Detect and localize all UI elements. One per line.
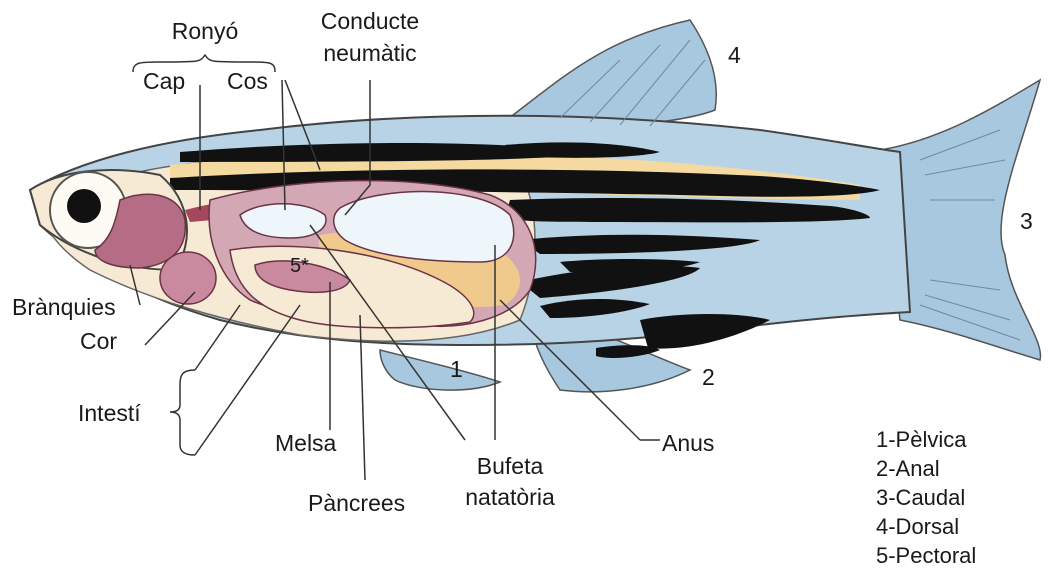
label-conducte: Conducte	[305, 10, 435, 33]
legend-item-pectoral: 5-Pectoral	[876, 541, 976, 570]
legend-item-pelvica: 1-Pèlvica	[876, 425, 976, 454]
legend-item-anal: 2-Anal	[876, 454, 976, 483]
label-anus: Anus	[662, 432, 714, 455]
label-bufeta: Bufeta	[455, 455, 565, 478]
label-fin-2: 2	[702, 366, 715, 389]
label-ronyo: Ronyó	[150, 20, 260, 43]
stripe-8	[640, 314, 770, 349]
pelvic-fin	[380, 350, 500, 390]
label-melsa: Melsa	[275, 432, 336, 455]
label-branquies: Brànquies	[12, 296, 116, 319]
legend-item-dorsal: 4-Dorsal	[876, 512, 976, 541]
label-cor: Cor	[80, 330, 117, 353]
label-pancrees: Pàncrees	[308, 492, 405, 515]
label-fin-4: 4	[728, 44, 741, 67]
heart-organ	[160, 252, 216, 304]
label-intesti: Intestí	[78, 402, 141, 425]
eye-pupil	[67, 189, 101, 223]
label-neumatic: neumàtic	[305, 42, 435, 65]
legend-item-caudal: 3-Caudal	[876, 483, 976, 512]
label-fin-3: 3	[1020, 210, 1033, 233]
intestine-brace	[170, 370, 195, 455]
label-fin-1: 1	[450, 358, 463, 381]
label-fin-5: 5*	[290, 256, 309, 276]
label-natatoria: natatòria	[455, 486, 565, 509]
label-cap: Cap	[143, 70, 185, 93]
label-cos: Cos	[227, 70, 268, 93]
fin-legend: 1-Pèlvica 2-Anal 3-Caudal 4-Dorsal 5-Pec…	[876, 425, 976, 570]
dorsal-fin	[500, 20, 716, 128]
